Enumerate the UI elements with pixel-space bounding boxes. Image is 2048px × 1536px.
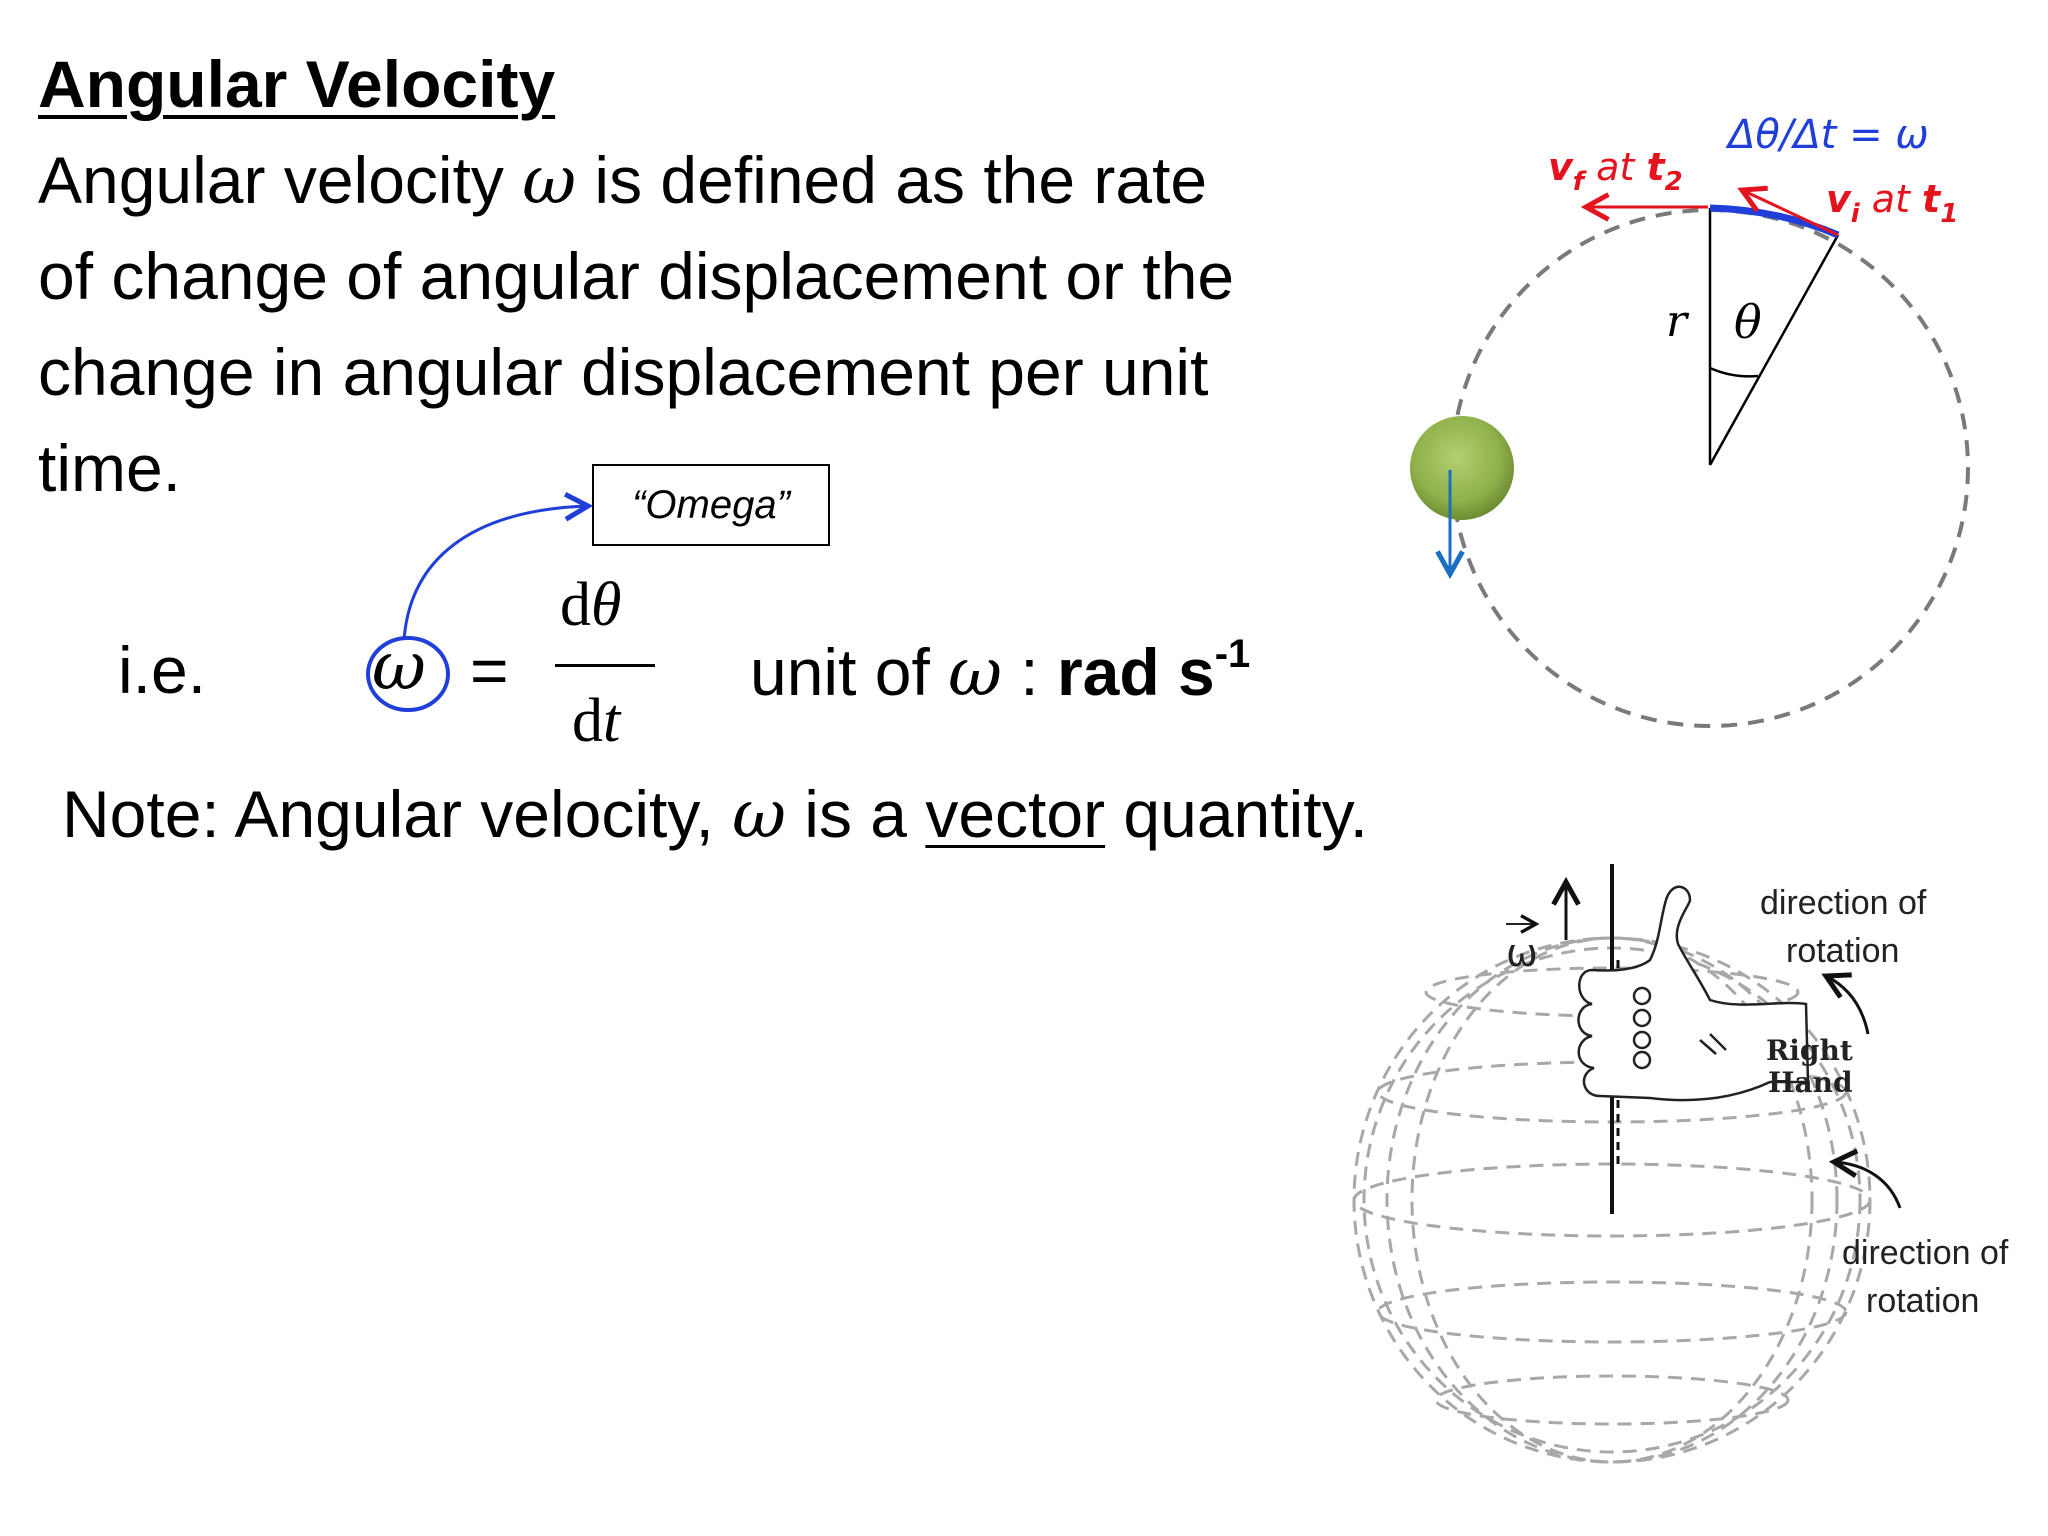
note-text: is a	[785, 777, 926, 851]
definition-line-1: Angular velocity ω is defined as the rat…	[38, 142, 1207, 219]
right-hand-rule-diagram: ω direction of rotation Right Hand direc…	[1352, 864, 2009, 1464]
vi-label: vi at t1	[1826, 177, 1958, 229]
sphere-latitude-lower	[1434, 1374, 1790, 1426]
right-hand-label-2: Hand	[1768, 1066, 1853, 1099]
radius-angled	[1708, 234, 1840, 466]
omega-symbol: ω	[522, 142, 577, 219]
omega-label-box: “Omega”	[592, 464, 830, 546]
sphere-latitude-bottom	[1376, 1280, 1848, 1344]
direction-label-top-1: direction of	[1760, 884, 1927, 922]
unit-text: unit of	[750, 635, 949, 709]
right-hand-icon	[1577, 885, 1810, 1102]
direction-label-top-2: rotation	[1786, 932, 1899, 970]
definition-line-4: time.	[38, 431, 182, 505]
page-title: Angular Velocity	[38, 47, 556, 121]
omega-circle	[366, 636, 450, 712]
ball	[1410, 416, 1514, 520]
definition-line-3: change in angular displacement per unit	[38, 335, 1209, 409]
definition-line-2: of change of angular displacement or the	[38, 239, 1235, 313]
fraction-denominator: dt	[572, 687, 621, 755]
vector-word: vector	[925, 777, 1106, 851]
rotation-arrow-top	[1826, 976, 1870, 1035]
fraction-numerator: dθ	[560, 571, 622, 639]
note-text: Note: Angular velocity,	[62, 777, 733, 851]
unit-value: rad s	[1056, 635, 1215, 709]
omega-symbol: ω	[948, 634, 1002, 711]
direction-label-bottom-1: direction of	[1842, 1234, 2009, 1272]
sphere-meridian-outer	[1385, 936, 1839, 1464]
note-line: Note: Angular velocity, ω is a vector qu…	[62, 776, 1368, 853]
omega-symbol: ω	[732, 776, 786, 853]
note-text: quantity.	[1105, 777, 1369, 851]
omega-vector-label: ω	[1506, 931, 1538, 975]
unit-exponent: -1	[1214, 632, 1251, 676]
vi-arrow	[1742, 190, 1839, 237]
circular-motion-diagram: Δθ/Δt = ω vf at t2 vi at t1 r θ	[1410, 112, 1970, 728]
equation-equals: =	[470, 633, 509, 707]
definition-text: Angular velocity	[38, 143, 523, 217]
theta-label: θ	[1734, 295, 1762, 349]
definition-text: is defined as the rate	[576, 143, 1208, 217]
displacement-arc	[1709, 204, 1840, 239]
right-hand-label-1: Right	[1766, 1034, 1853, 1067]
unit-statement: unit of ω : rad s-1	[750, 632, 1250, 711]
delta-theta-label: Δθ/Δt = ω	[1725, 112, 1929, 158]
fraction-bar	[555, 664, 655, 667]
direction-label-bottom-2: rotation	[1866, 1282, 1979, 1320]
theta-arc	[1709, 366, 1759, 378]
omega-pointer-arrow	[402, 506, 588, 641]
ie-label: i.e.	[118, 633, 207, 707]
rotation-arrow-bottom	[1834, 1162, 1902, 1209]
vf-label: vf at t2	[1548, 145, 1683, 197]
radius-label: r	[1666, 296, 1690, 347]
unit-separator: :	[1001, 635, 1057, 709]
